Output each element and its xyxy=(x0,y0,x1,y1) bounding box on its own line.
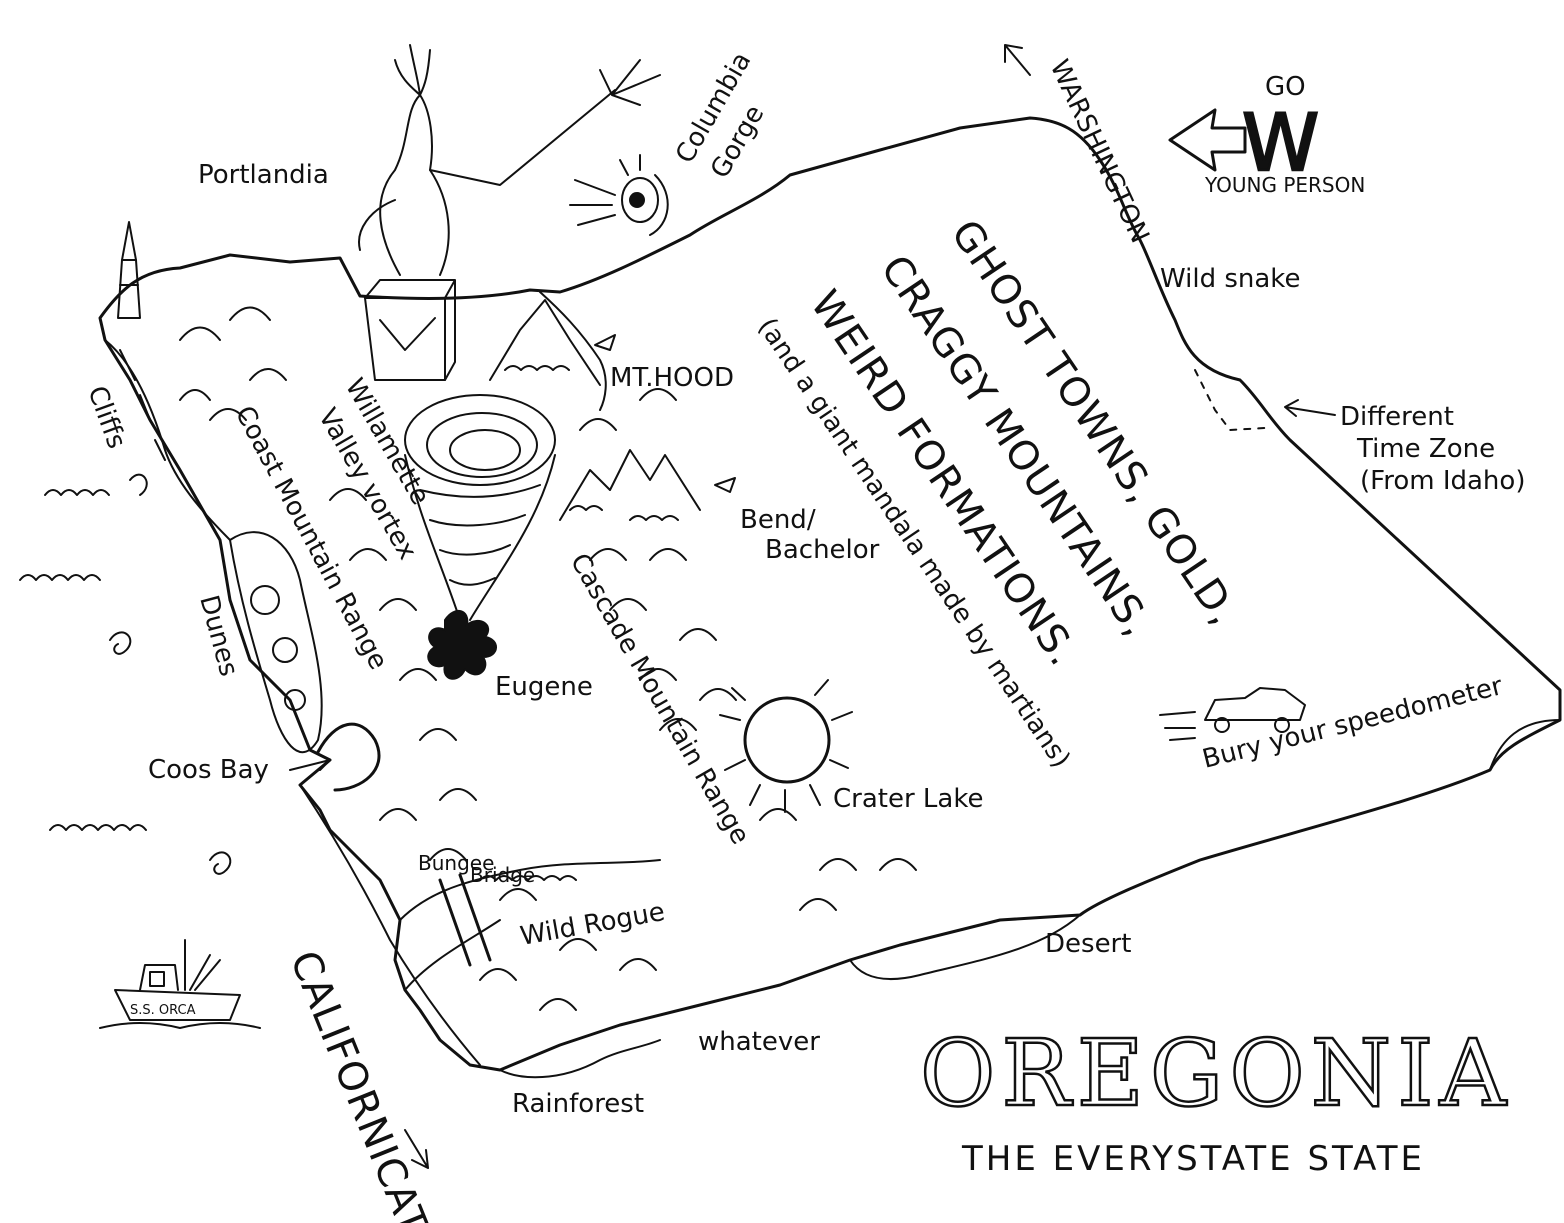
lighthouse-icon xyxy=(117,221,141,319)
boat-name-label: S.S. ORCA xyxy=(130,1003,196,1018)
mt-hood-label: MT.HOOD xyxy=(610,363,734,393)
vortex-icon xyxy=(404,394,556,621)
bend-label-2: Bachelor xyxy=(765,535,880,565)
time-zone-line xyxy=(1194,369,1266,431)
hills xyxy=(179,306,917,1011)
wild-rogue-label: Wild Rogue xyxy=(518,897,667,952)
bungee-bridge-icon xyxy=(438,873,577,967)
portlandia-label: Portlandia xyxy=(198,160,329,190)
desert-label: Desert xyxy=(1045,929,1131,959)
compass-young-person-label: YOUNG PERSON xyxy=(1204,173,1365,197)
time-zone-label-3: (From Idaho) xyxy=(1360,466,1525,496)
compass-w-letter: W xyxy=(1242,99,1319,189)
dunes-label: Dunes xyxy=(193,592,243,679)
car-icon xyxy=(1159,687,1306,741)
crater-lake-sun-icon xyxy=(719,679,853,813)
washington-label: WARSHINGTON xyxy=(1044,55,1155,247)
rivers xyxy=(399,291,661,991)
rainforest-label: Rainforest xyxy=(512,1089,644,1119)
bungee-label-2: Bridge xyxy=(470,863,535,887)
mt-hood-icon xyxy=(489,299,616,386)
washington-arrow-icon xyxy=(1004,44,1031,76)
cliffs-label: Cliffs xyxy=(81,382,131,452)
map-title: OREGONIA xyxy=(920,1020,1512,1127)
portlandia-statue-icon xyxy=(358,44,661,381)
pointer-arrows xyxy=(289,399,1336,771)
bury-speedometer-label: Bury your speedometer xyxy=(1199,671,1505,775)
ocean-waves xyxy=(19,473,261,1029)
eugene-splat-icon xyxy=(427,610,497,680)
eugene-label: Eugene xyxy=(495,672,593,702)
californicate-label: CALIFORNICATE xyxy=(281,945,447,1223)
crater-lake-label: Crater Lake xyxy=(833,784,983,814)
compass-arrow-icon xyxy=(1168,108,1247,172)
columbia-gorge-eye-icon xyxy=(569,154,669,236)
cliffs-edge xyxy=(104,339,231,541)
boat-icon xyxy=(114,939,241,1021)
state-outline xyxy=(98,116,1562,1079)
bend-label-1: Bend/ xyxy=(740,505,816,535)
coos-bay-label: Coos Bay xyxy=(148,755,269,785)
time-zone-label-1: Different xyxy=(1340,402,1454,432)
dunes-area xyxy=(229,531,323,754)
wild-snake-label: Wild snake xyxy=(1160,264,1300,294)
compass-go-label: GO xyxy=(1265,72,1306,102)
time-zone-label-2: Time Zone xyxy=(1356,434,1495,464)
whatever-label: whatever xyxy=(698,1027,820,1057)
bungee-label-1: Bungee xyxy=(418,851,494,875)
bend-mountains-icon xyxy=(559,449,736,521)
california-arrow-icon xyxy=(404,1129,429,1169)
map-subtitle: THE EVERYSTATE STATE xyxy=(961,1139,1425,1179)
